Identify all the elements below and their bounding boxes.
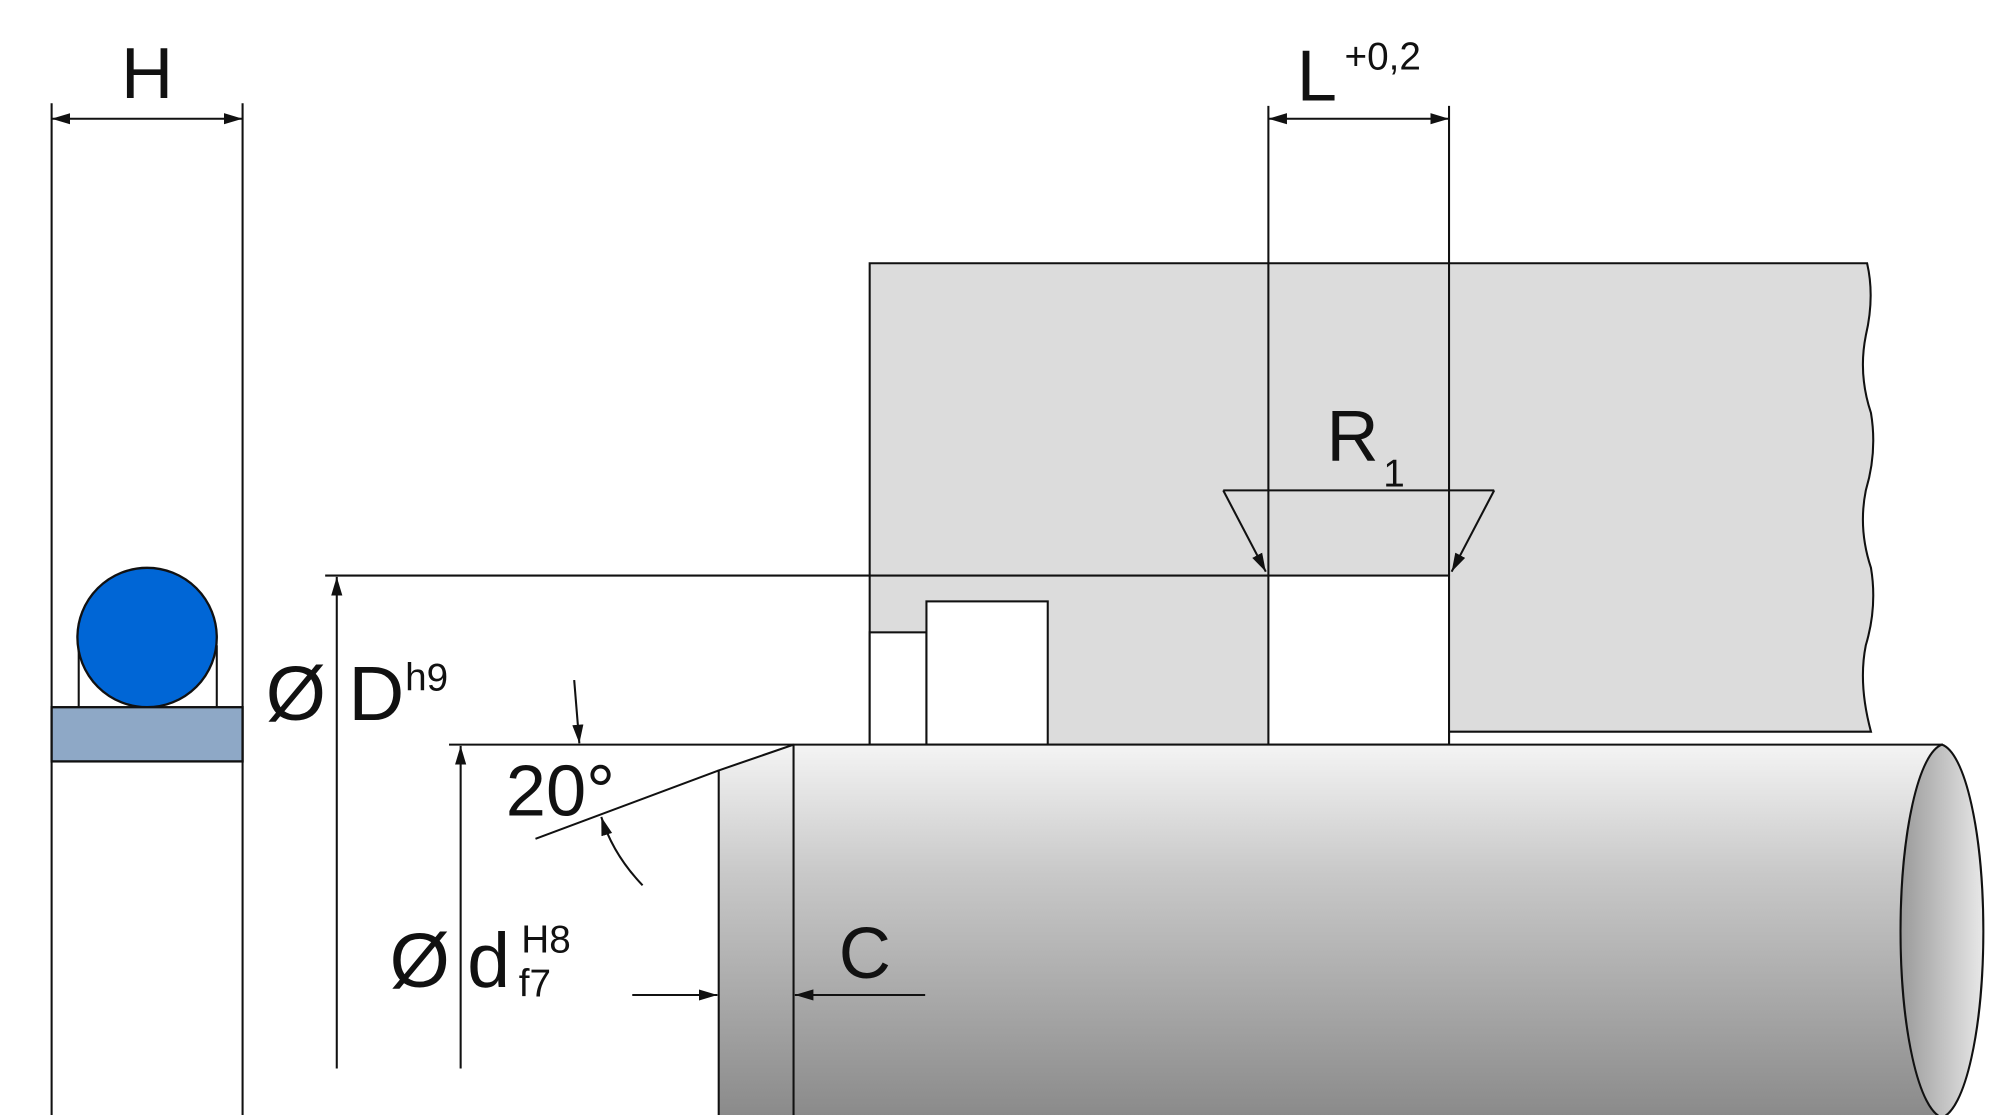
l-tolerance: +0,2 xyxy=(1345,36,1421,79)
diameter-symbol: Ø xyxy=(266,651,326,737)
chamfer-length: C xyxy=(632,914,926,1001)
bore-tolerance: h9 xyxy=(405,656,448,699)
l-dimension: L +0,2 xyxy=(1267,36,1451,576)
seal-cross-section: H xyxy=(50,34,244,1115)
l-label: L xyxy=(1297,37,1337,117)
c-label: C xyxy=(839,914,891,994)
step-large xyxy=(925,600,1049,746)
r-label: R xyxy=(1326,397,1378,477)
shaft xyxy=(717,743,1985,1115)
housing xyxy=(868,262,1875,746)
r1-radius-callout: R 1 xyxy=(1222,397,1496,573)
angle-label: 20° xyxy=(506,752,615,832)
shaft-diameter-label: d xyxy=(467,918,510,1004)
shaft-end-face xyxy=(1899,743,1985,1115)
oring xyxy=(76,566,218,709)
d-shaft-dimension: Ø d H8 f7 xyxy=(390,743,794,1069)
backup-ring xyxy=(50,706,244,763)
groove xyxy=(1267,574,1451,746)
step-small xyxy=(868,631,928,746)
bore-diameter-label: D xyxy=(348,651,404,737)
chamfer-angle: 20° xyxy=(506,680,720,887)
shaft-tolerance-lower: f7 xyxy=(519,962,551,1005)
h-label: H xyxy=(121,34,173,114)
shaft-tolerance-upper: H8 xyxy=(521,918,570,961)
diameter-symbol-2: Ø xyxy=(390,918,450,1004)
r-index: 1 xyxy=(1383,453,1405,496)
d-bore-dimension: Ø D h9 xyxy=(266,574,1269,1069)
